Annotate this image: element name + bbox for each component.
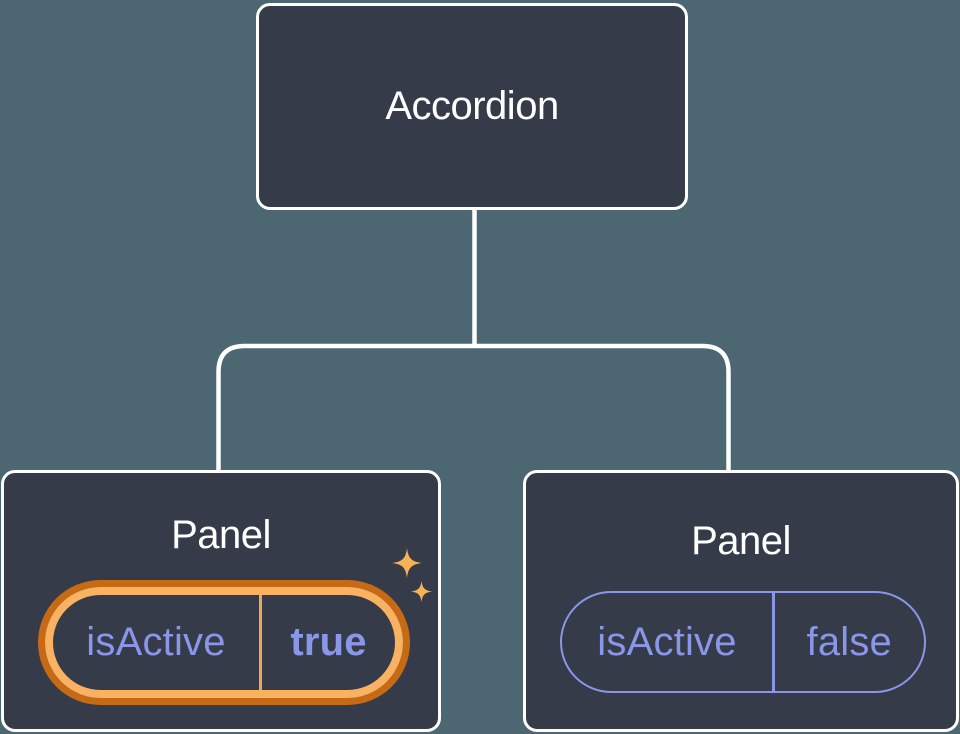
state-value: false xyxy=(806,619,892,664)
state-name: isActive xyxy=(597,619,737,664)
node-panel-inactive: Panel isActive false xyxy=(523,470,959,732)
node-accordion-label: Accordion xyxy=(385,84,559,128)
sparkle-icon-small xyxy=(410,580,433,603)
node-panel-active: Panel isActive true xyxy=(1,470,441,732)
node-panel-active-label: Panel xyxy=(171,513,271,557)
node-panel-inactive-label: Panel xyxy=(691,519,791,563)
state-value: true xyxy=(290,620,367,664)
state-pill-inactive: isActive false xyxy=(560,591,926,693)
state-pill-divider xyxy=(259,595,262,690)
sparkle-icon-large xyxy=(391,547,423,579)
state-name: isActive xyxy=(86,620,226,664)
state-pill-active: isActive true xyxy=(45,587,403,698)
state-pill-divider xyxy=(772,593,775,691)
node-accordion: Accordion xyxy=(256,3,688,210)
